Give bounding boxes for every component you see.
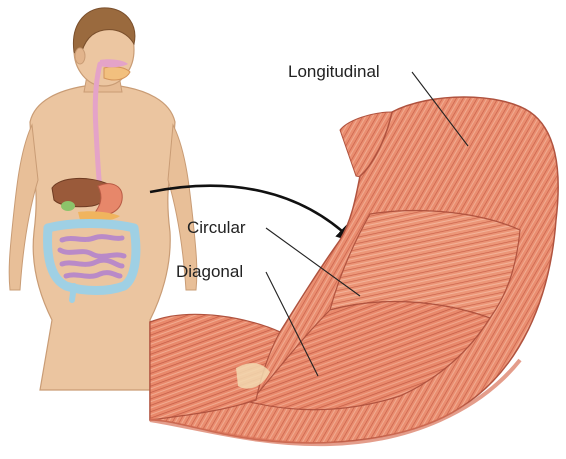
rectum — [72, 286, 74, 300]
gallbladder — [61, 201, 75, 211]
transverse-colon — [48, 224, 134, 229]
circular-label: Circular — [187, 218, 246, 237]
ear — [75, 48, 85, 64]
longitudinal-label: Longitudinal — [288, 62, 380, 81]
diagonal-label: Diagonal — [176, 262, 243, 281]
salivary-glands — [104, 67, 130, 80]
left-arm — [9, 125, 38, 290]
